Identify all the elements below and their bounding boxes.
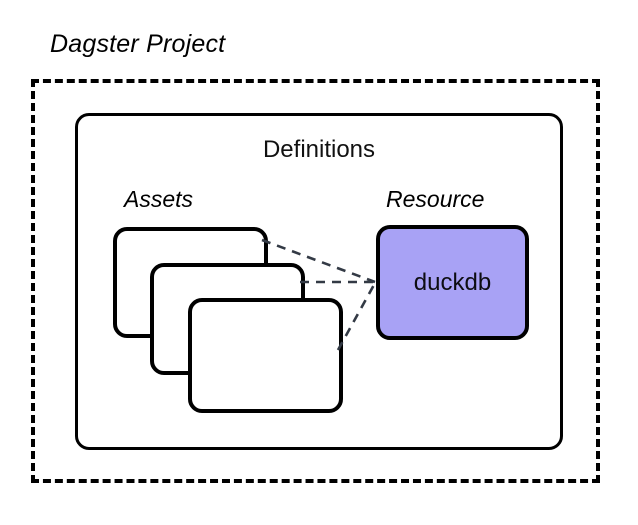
resource-group-label: Resource (386, 186, 485, 212)
resource-node-label: duckdb (413, 268, 492, 296)
project-title: Dagster Project (50, 30, 226, 58)
definitions-label: Definitions (262, 136, 376, 163)
resource-node-duckdb[interactable]: duckdb (376, 225, 529, 340)
assets-group-label: Assets (124, 186, 194, 212)
project-boundary (31, 79, 600, 483)
asset-card[interactable] (188, 298, 343, 413)
